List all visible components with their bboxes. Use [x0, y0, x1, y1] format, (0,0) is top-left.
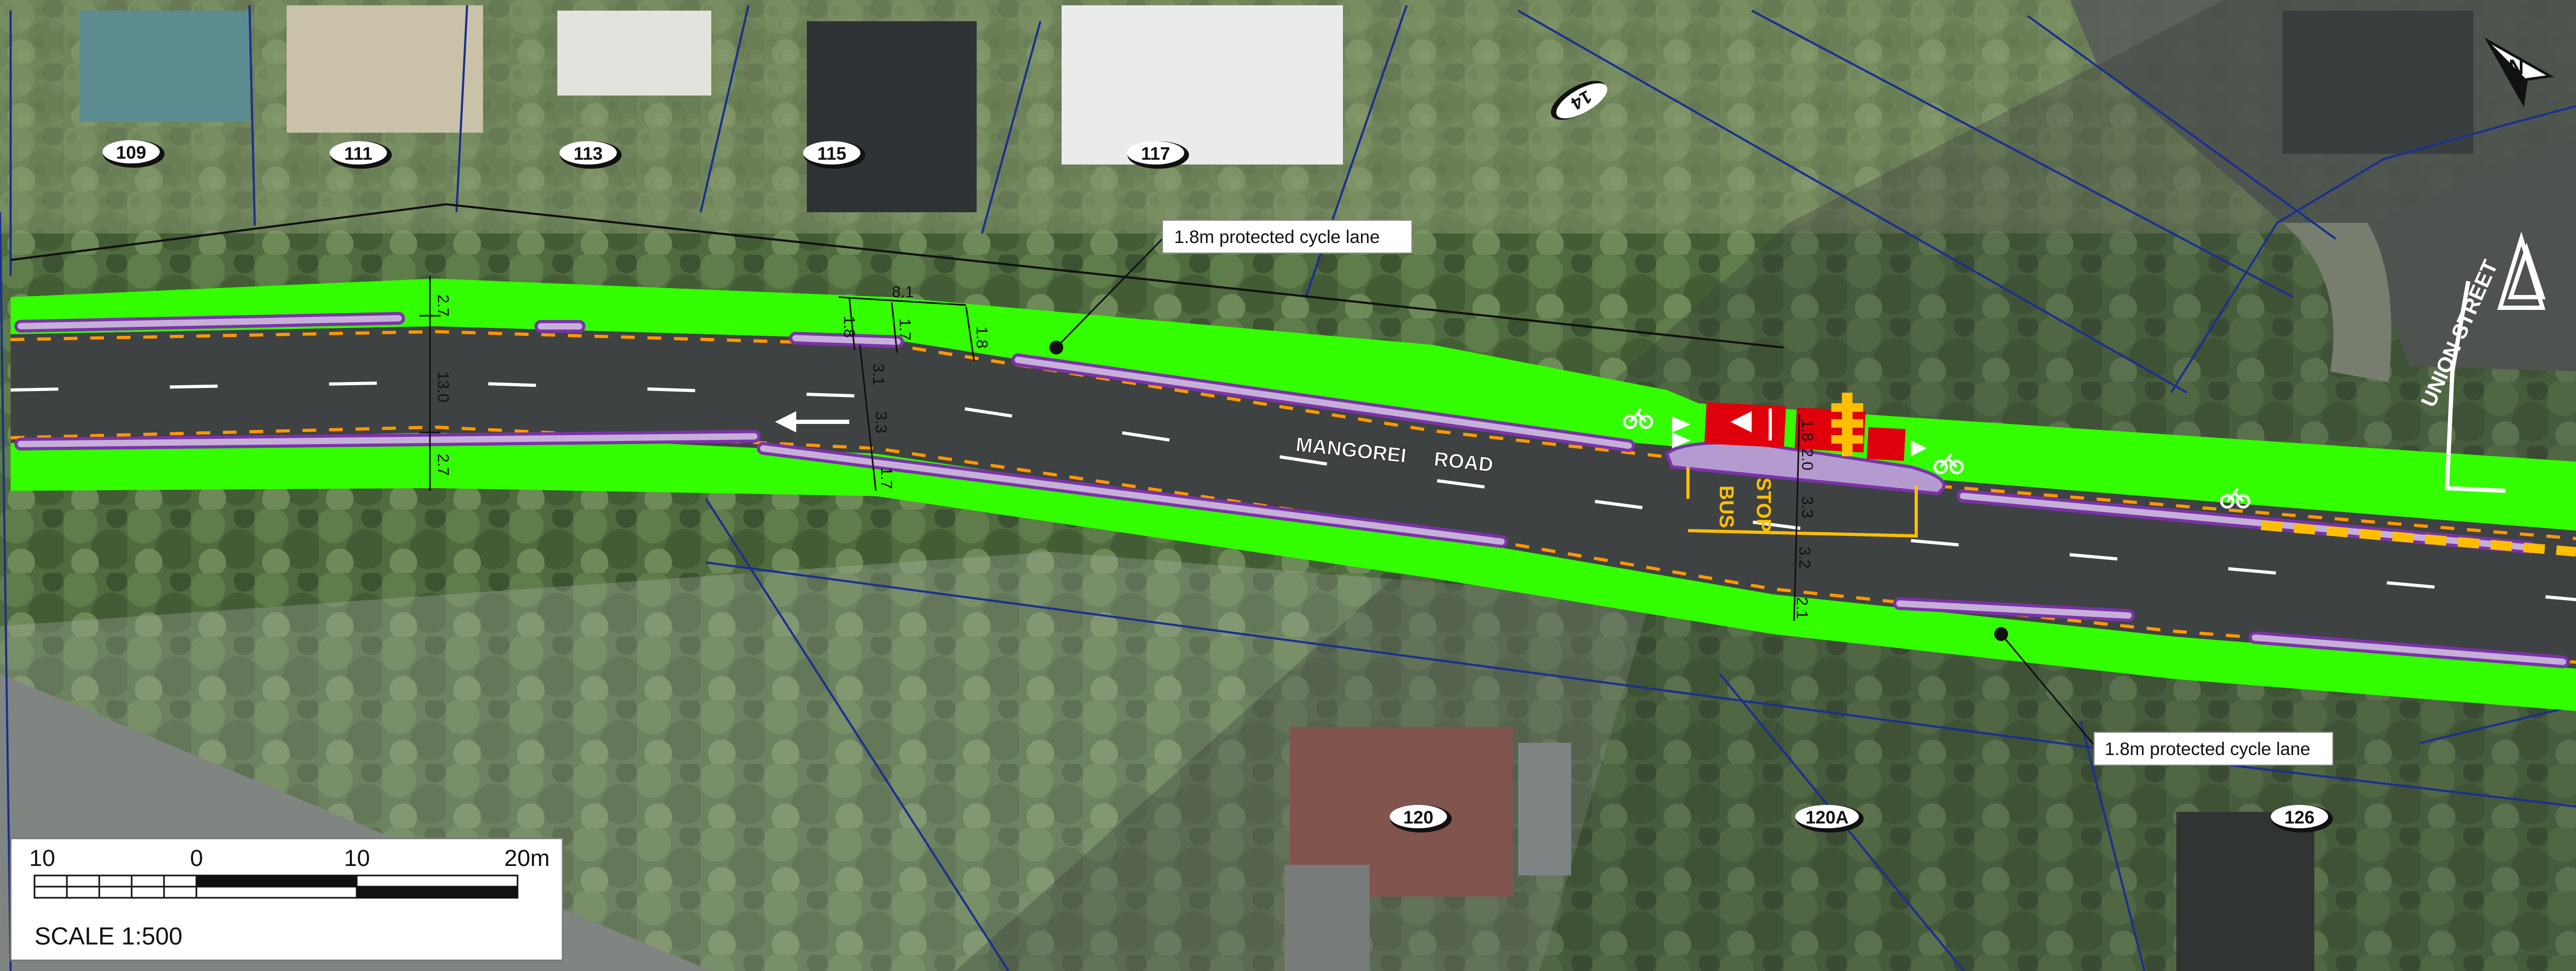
lane-dividers	[10, 380, 2576, 601]
svg-text:115: 115	[817, 144, 847, 164]
dim-left-total: 13.0	[434, 371, 452, 402]
svg-text:111: 111	[344, 144, 373, 164]
lot-badge-115: 115	[803, 141, 865, 169]
dim-mid-lane-top: 3.1	[869, 363, 887, 386]
scale-label-20m: 20m	[504, 845, 550, 871]
dim-mid-a: 1.8	[840, 316, 858, 338]
callout-bottom: 1.8m protected cycle lane	[1994, 627, 2333, 766]
scale-label-0: 0	[190, 845, 203, 871]
union-street-markings	[2444, 231, 2546, 493]
dim-bus-lane-bottom: 3.2	[1796, 547, 1813, 569]
bus-stop-marking-bus: BUS	[1715, 486, 1737, 528]
lot-badge-117: 117	[1127, 141, 1189, 169]
hatched-edge	[2261, 521, 2576, 557]
scale-bar: 10 0 10 20m SCALE 1:500	[10, 837, 564, 961]
lot-badge-14: 14	[1550, 81, 1608, 120]
give-way-triangles	[1672, 417, 1927, 456]
callout-top: 1.8m protected cycle lane	[1049, 220, 1412, 354]
dim-bus-b: 2.0	[1798, 448, 1816, 471]
bus-stop: BUS STOP	[1665, 393, 1946, 538]
lot-badge-113: 113	[559, 141, 622, 169]
dim-mid-bottom: 1.7	[877, 467, 895, 489]
dim-left-bottom: 2.7	[434, 454, 452, 476]
svg-text:126: 126	[2285, 808, 2315, 828]
carriageway	[11, 326, 2576, 669]
callout-top-text: 1.8m protected cycle lane	[1174, 227, 1380, 247]
cycle-symbols	[1623, 408, 2251, 509]
svg-text:109: 109	[116, 143, 147, 163]
direction-arrow-head	[775, 411, 796, 432]
svg-text:117: 117	[1141, 144, 1170, 164]
lot-badge-109: 109	[102, 140, 165, 168]
site-boundary-line	[10, 203, 1784, 349]
dimension-labels: 2.7 13.0 2.7 8.1 1.8 1.7 1.8 3.1 3.3 1.7…	[434, 283, 1816, 619]
lot-badge-120a: 120A	[1795, 805, 1864, 833]
scale-label-10-left: 10	[29, 845, 55, 871]
dim-bus-bottom: 2.1	[1793, 597, 1811, 619]
dim-mid-b: 1.7	[896, 318, 914, 341]
dimension-lines	[419, 276, 1800, 621]
dim-mid-span: 8.1	[892, 283, 914, 301]
dim-left-top: 2.7	[434, 294, 452, 317]
north-arrow-label: N	[2509, 56, 2524, 79]
dim-bus-lane-top: 3.3	[1798, 496, 1816, 518]
dim-mid-lane-bottom: 3.3	[872, 411, 890, 434]
lot-badges: 109 111 113 115 117 14 120 120A 126	[102, 81, 2333, 833]
centerline-markings	[10, 330, 2576, 664]
dim-mid-c: 1.8	[973, 326, 990, 349]
scale-text: SCALE 1:500	[35, 922, 183, 950]
scale-label-10: 10	[344, 845, 370, 871]
svg-text:120: 120	[1403, 808, 1434, 828]
dim-bus-a: 1.8	[1798, 419, 1816, 441]
bus-stop-marking-stop: STOP	[1752, 478, 1774, 532]
svg-text:120A: 120A	[1805, 808, 1848, 828]
bottom-cycle-lane	[11, 432, 2576, 711]
lot-badge-120: 120	[1390, 805, 1452, 833]
lot-badge-126: 126	[2271, 805, 2333, 833]
callout-bottom-text: 1.8m protected cycle lane	[2105, 739, 2310, 759]
lot-badge-111: 111	[330, 141, 392, 169]
svg-text:113: 113	[574, 144, 603, 164]
north-arrow: N	[2484, 37, 2554, 107]
